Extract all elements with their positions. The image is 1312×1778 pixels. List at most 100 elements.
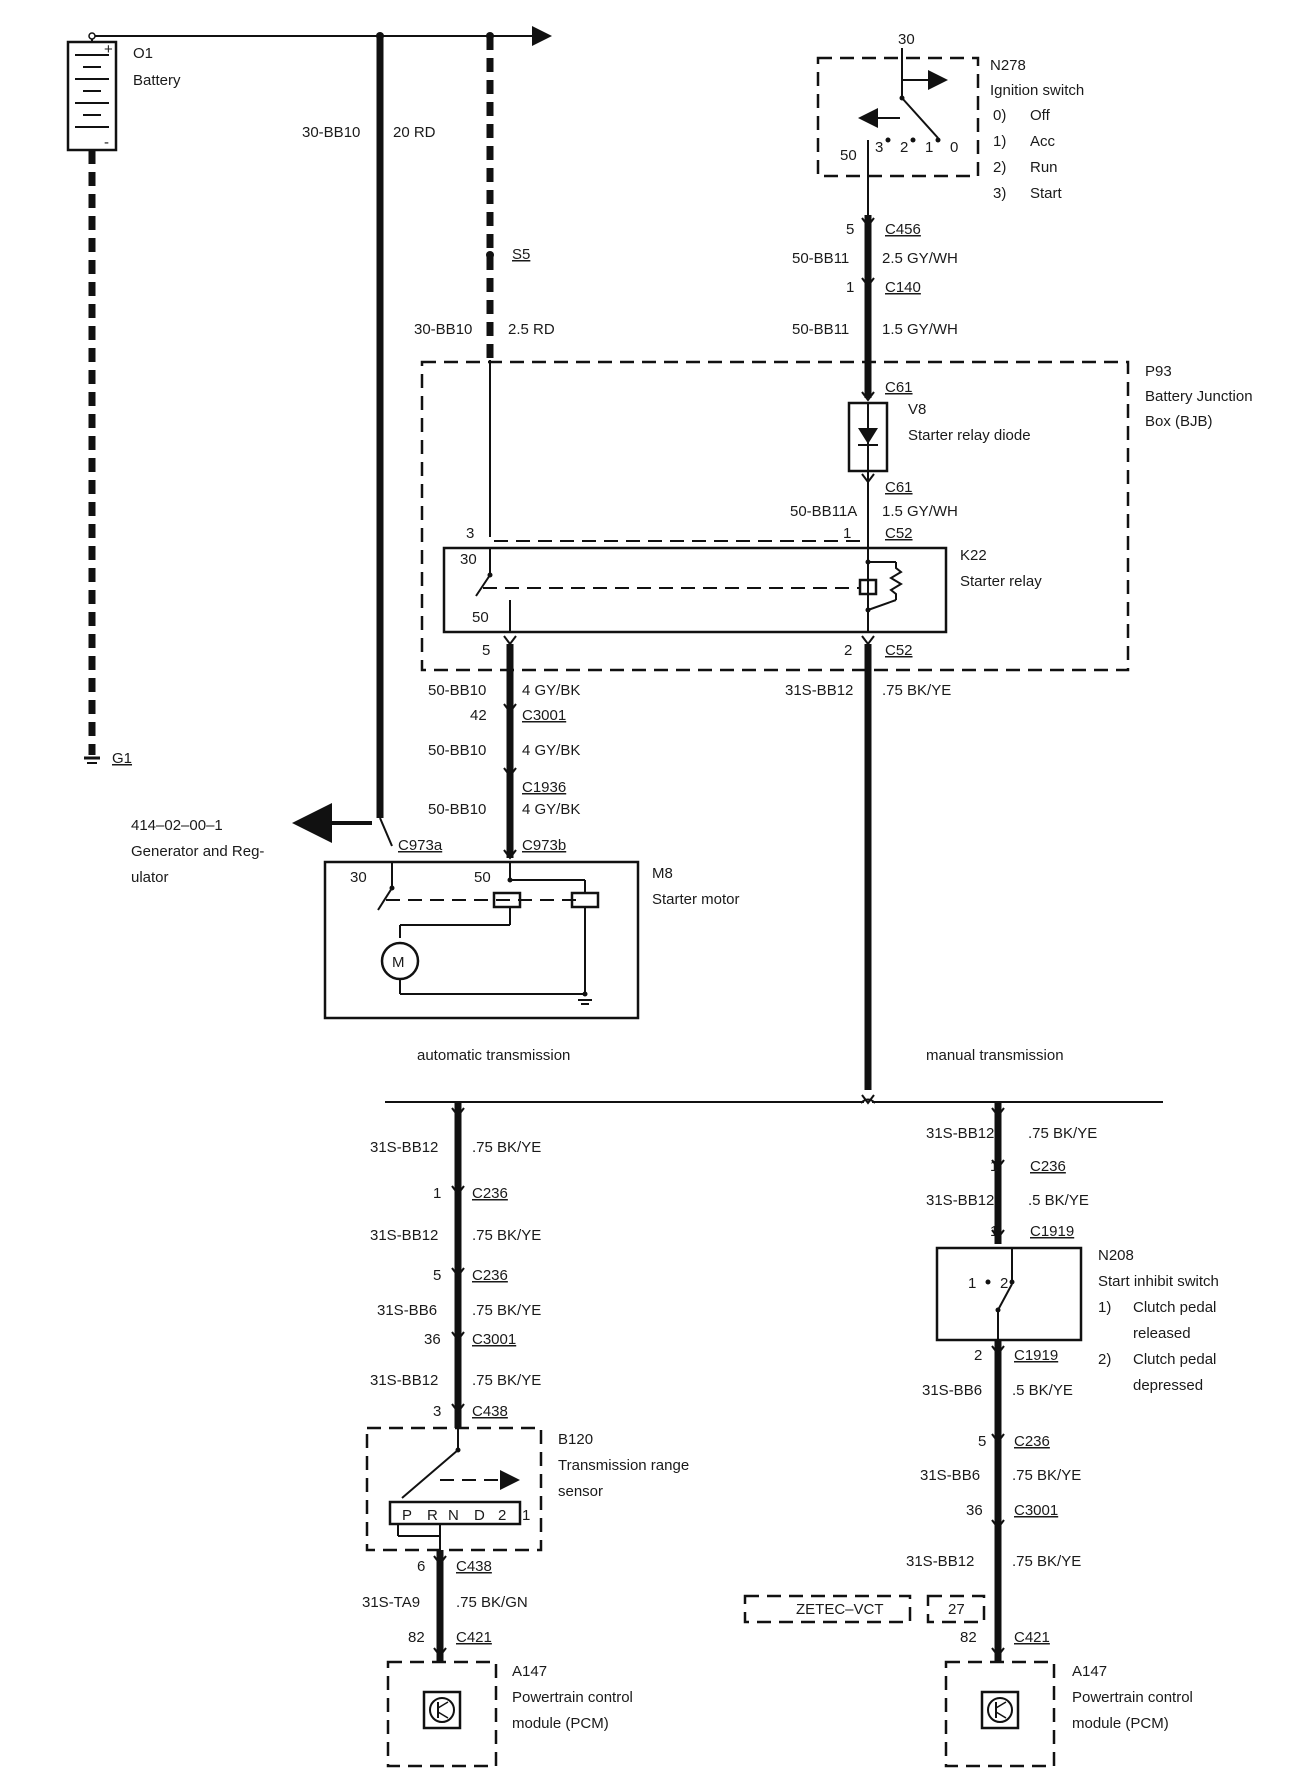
starter-name: Starter motor: [652, 891, 740, 908]
starter-pin50: 50: [474, 869, 491, 886]
gen-ref-code: 414–02–00–1: [131, 817, 223, 834]
svg-text:Clutch pedal: Clutch pedal: [1133, 1299, 1216, 1316]
auto-w3-spec: .75 BK/YE: [472, 1302, 541, 1319]
pcm-left-box: [386, 1660, 498, 1768]
man-w4-code: 31S-BB6: [920, 1467, 980, 1484]
relay-id: K22: [960, 547, 987, 564]
inhibit-pin1: 1: [968, 1275, 976, 1292]
w50bb10b-spec: 4 GY/BK: [522, 742, 580, 759]
diode-symbol: [858, 428, 878, 444]
auto-c2: C236: [472, 1267, 508, 1284]
ground-id: G1: [112, 750, 132, 767]
bjb11a-code: 50-BB11A: [790, 503, 857, 520]
motor-letter: M: [392, 954, 405, 971]
w50bb10a-code: 50-BB10: [428, 682, 486, 699]
ignition-switch-box: [816, 56, 980, 178]
s5-wire-code: 30-BB10: [414, 321, 472, 338]
c52-top: C52: [885, 525, 913, 542]
zetec-pin-box: [926, 1594, 986, 1624]
splice-id: S5: [512, 246, 530, 263]
man-c1-pin: 1: [990, 1158, 998, 1175]
relay-pin30: 30: [460, 551, 477, 568]
branch-auto: automatic transmission: [417, 1047, 570, 1064]
inhibit-switch-box: [935, 1246, 1083, 1342]
c973b: C973b: [522, 837, 566, 854]
w50bb10c-spec: 4 GY/BK: [522, 801, 580, 818]
w31s-code: 31S-BB12: [785, 682, 853, 699]
svg-text:0): 0): [993, 107, 1006, 124]
svg-text:Off: Off: [1030, 107, 1051, 124]
bjb11a-spec: 1.5 GY/WH: [882, 503, 958, 520]
auto-w5-code: 31S-TA9: [362, 1594, 420, 1611]
auto-w2-spec: .75 BK/YE: [472, 1227, 541, 1244]
auto-c6: C421: [456, 1629, 492, 1646]
auto-w2-code: 31S-BB12: [370, 1227, 438, 1244]
pcm-right-transistor-icon: [980, 1690, 1020, 1730]
ign-wire2-code: 50-BB11: [792, 321, 849, 338]
pcm-right-1: Powertrain control: [1072, 1689, 1193, 1706]
pcm-right-2: module (PCM): [1072, 1715, 1169, 1732]
c973a: C973a: [398, 837, 443, 854]
auto-w5-spec: .75 BK/GN: [456, 1594, 528, 1611]
branch-manual: manual transmission: [926, 1047, 1064, 1064]
main-wire-code: 30-BB10: [302, 124, 360, 141]
ign-wire1-code: 50-BB11: [792, 250, 849, 267]
auto-w1-code: 31S-BB12: [370, 1139, 438, 1156]
ign-wire1-spec: 2.5 GY/WH: [882, 250, 958, 267]
auto-w1-spec: .75 BK/YE: [472, 1139, 541, 1156]
relay-name: Starter relay: [960, 573, 1042, 590]
ignition-legend: 0)Off 1)Acc 2)Run 3)Start: [993, 107, 1063, 202]
starter-pin30: 30: [350, 869, 367, 886]
ign-pos-0: 0: [950, 139, 958, 156]
zetec-label: ZETEC–VCT: [796, 1601, 884, 1618]
trs-pos-d: D: [474, 1507, 485, 1524]
man-c5-pin: 36: [966, 1502, 983, 1519]
gen-ref-2: ulator: [131, 869, 169, 886]
svg-text:1): 1): [993, 133, 1006, 150]
svg-text:3): 3): [993, 185, 1006, 202]
trs-box: [365, 1426, 543, 1552]
svg-text:2): 2): [1098, 1351, 1111, 1368]
pcm-left-transistor-icon: [422, 1690, 462, 1730]
man-w1-code: 31S-BB12: [926, 1125, 994, 1142]
bjb-name-2: Box (BJB): [1145, 413, 1213, 430]
man-w2-spec: .5 BK/YE: [1028, 1192, 1089, 1209]
svg-text:Acc: Acc: [1030, 133, 1056, 150]
man-w5-code: 31S-BB12: [906, 1553, 974, 1570]
zetec-pin: 27: [948, 1601, 965, 1618]
man-w1-spec: .75 BK/YE: [1028, 1125, 1097, 1142]
c140-pin: 1: [846, 279, 854, 296]
trs-name-1: Transmission range: [558, 1457, 689, 1474]
trs-pos-r: R: [427, 1507, 438, 1524]
auto-c1: C236: [472, 1185, 508, 1202]
man-w4-spec: .75 BK/YE: [1012, 1467, 1081, 1484]
battery-symbol: + -: [66, 40, 118, 152]
inhibit-legend: 1) Clutch pedal released 2) Clutch pedal…: [1098, 1299, 1216, 1394]
pcm-left-2: module (PCM): [512, 1715, 609, 1732]
man-w2-code: 31S-BB12: [926, 1192, 994, 1209]
ignition-name: Ignition switch: [990, 82, 1084, 99]
main-wire-spec: 20 RD: [393, 124, 436, 141]
battery-minus: -: [104, 134, 109, 151]
auto-w4-spec: .75 BK/YE: [472, 1372, 541, 1389]
trs-pos-n: N: [448, 1507, 459, 1524]
zetec-box: [743, 1594, 912, 1624]
man-w3-spec: .5 BK/YE: [1012, 1382, 1073, 1399]
c3001-pin: 42: [470, 707, 487, 724]
bjb-id: P93: [1145, 363, 1172, 380]
relay-pin5: 5: [482, 642, 490, 659]
trs-pos-2: 2: [498, 1507, 506, 1524]
starter-relay-box: [442, 546, 948, 634]
man-c4: C236: [1014, 1433, 1050, 1450]
ign-pos-3: 3: [875, 139, 883, 156]
auto-c3-pin: 36: [424, 1331, 441, 1348]
diode-id: V8: [908, 401, 926, 418]
relay-pin2: 2: [844, 642, 852, 659]
battery-name: Battery: [133, 72, 181, 89]
relay-pin50: 50: [472, 609, 489, 626]
svg-text:Run: Run: [1030, 159, 1058, 176]
diode-name: Starter relay diode: [908, 427, 1031, 444]
man-c6-pin: 82: [960, 1629, 977, 1646]
svg-text:1): 1): [1098, 1299, 1111, 1316]
